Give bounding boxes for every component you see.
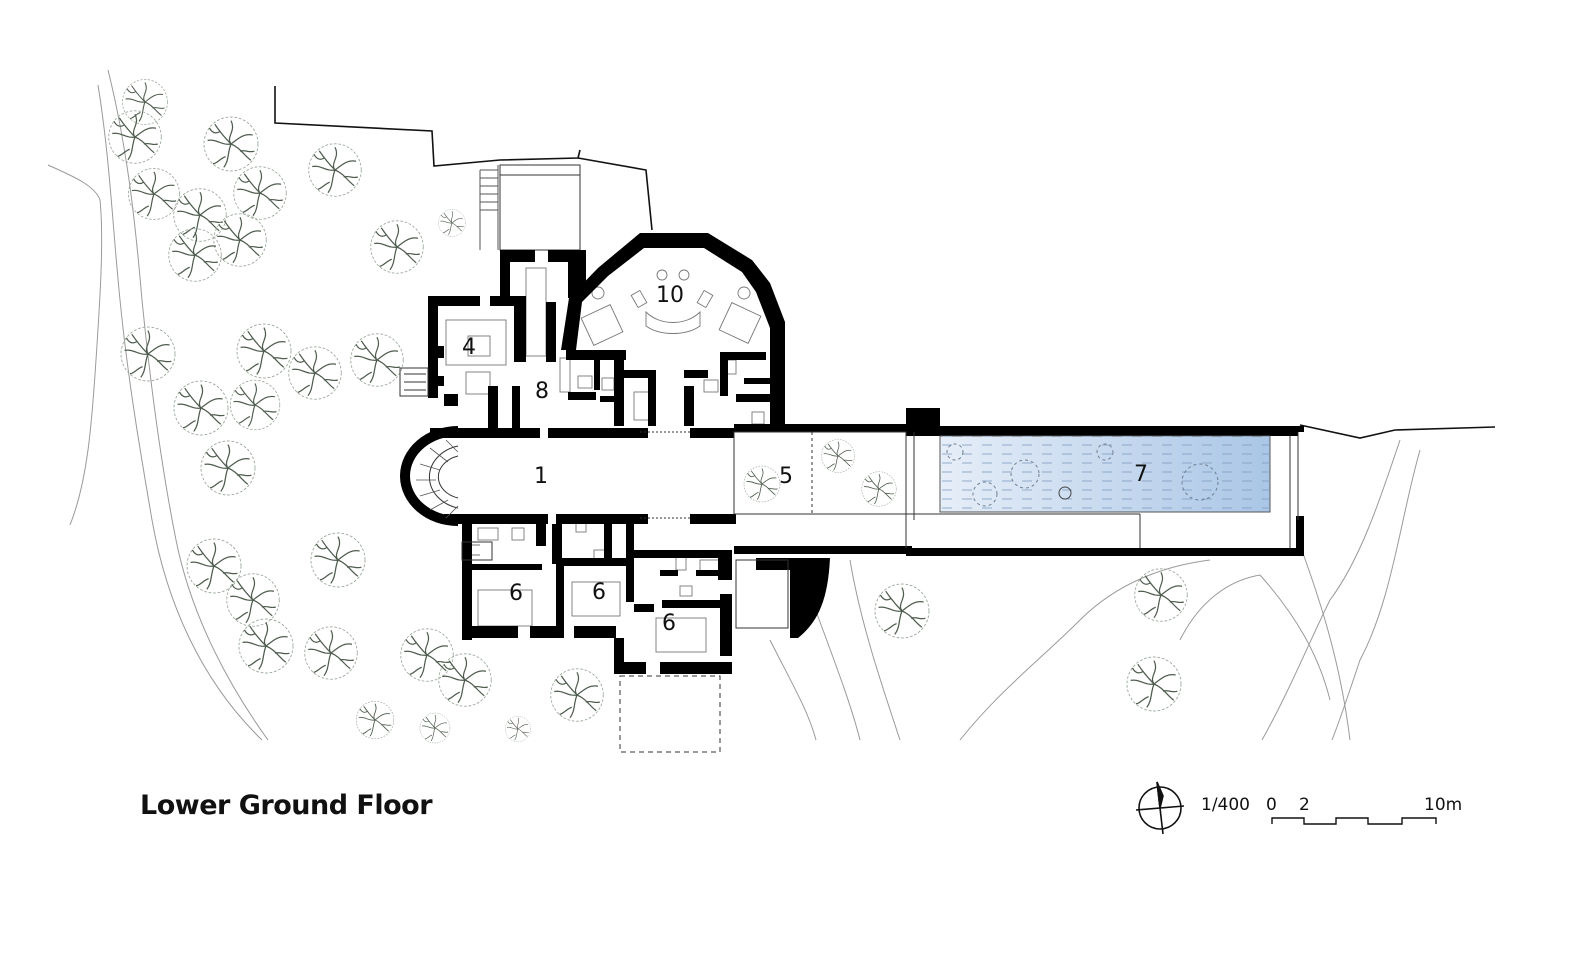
upper-terrace [479, 164, 581, 251]
scale-ratio: 1/400 [1201, 795, 1250, 815]
room-label-6-west: 6 [509, 581, 523, 606]
room-label-10: 10 [656, 283, 684, 308]
room-label-5: 5 [779, 464, 793, 489]
pool [939, 435, 1271, 513]
room-labels: 10 4 8 1 5 7 6 6 6 [462, 283, 1148, 636]
room-label-6-east: 6 [662, 611, 676, 636]
scale-tick-10m: 10m [1424, 795, 1463, 815]
north-arrow-icon [1135, 781, 1185, 835]
scale-bar [1271, 817, 1437, 825]
scale-tick-2: 2 [1299, 795, 1310, 815]
site-boundary [274, 86, 1496, 439]
plan-lines [399, 367, 1299, 753]
drawing-title: Lower Ground Floor [140, 790, 433, 821]
room-label-7: 7 [1134, 462, 1148, 487]
room-label-4: 4 [462, 335, 476, 360]
walls [400, 233, 1304, 674]
room-label-1: 1 [534, 464, 548, 489]
scale-tick-0: 0 [1266, 795, 1277, 815]
room-label-6-middle: 6 [592, 580, 606, 605]
room-label-8: 8 [535, 379, 549, 404]
